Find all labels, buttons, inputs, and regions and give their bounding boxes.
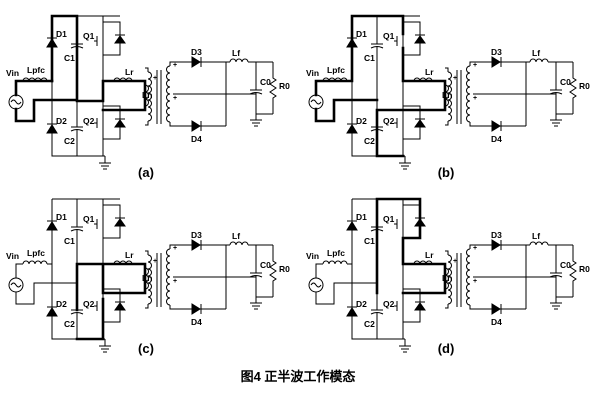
label-lr: Lr: [425, 250, 434, 260]
label-q1: Q1: [83, 214, 95, 224]
label-plus: +: [473, 62, 477, 69]
label-plus: +: [453, 258, 457, 265]
panel-a: (a): [8, 14, 277, 180]
panel-c: (c): [8, 198, 277, 356]
label-plus: +: [473, 278, 477, 285]
label-c2: C2: [364, 136, 375, 146]
label-c1: C1: [364, 53, 375, 63]
label-ln: Ln: [142, 273, 152, 283]
label-vin: Vin: [6, 68, 19, 78]
figure-caption: 图4 正半波工作模态: [241, 369, 356, 384]
label-r0: R0: [579, 81, 590, 91]
label-c0: C0: [260, 77, 271, 87]
label-lf: Lf: [532, 231, 540, 241]
label-ln: Ln: [442, 90, 452, 100]
label-d1: D1: [56, 212, 67, 222]
label-d1: D1: [56, 29, 67, 39]
current-path-a: [14, 14, 147, 123]
panel-tag-d: (d): [438, 341, 455, 356]
label-d4: D4: [191, 317, 202, 327]
label-lf: Lf: [532, 48, 540, 58]
label-r0: R0: [279, 81, 290, 91]
label-c1: C1: [364, 236, 375, 246]
panel-tag-b: (b): [438, 165, 455, 180]
label-c2: C2: [64, 319, 75, 329]
label-d3: D3: [491, 230, 502, 240]
label-d2: D2: [356, 116, 367, 126]
label-q2: Q2: [83, 116, 95, 126]
label-lpfc: Lpfc: [27, 248, 45, 258]
label-d3: D3: [491, 47, 502, 57]
panel-b: (b): [308, 14, 577, 180]
label-plus: +: [153, 258, 157, 265]
labels-c: D1 C1 Q1 Vin Lpfc Lr Ln D2 C2 Q2 D3 D4 L…: [6, 212, 290, 329]
panel-tag-c: (c): [138, 341, 154, 356]
label-d1: D1: [356, 29, 367, 39]
label-q1: Q1: [383, 214, 395, 224]
current-path-d: [375, 197, 447, 295]
label-d2: D2: [56, 116, 67, 126]
label-lr: Lr: [125, 250, 134, 260]
label-r0: R0: [579, 264, 590, 274]
label-d3: D3: [191, 230, 202, 240]
label-c2: C2: [364, 319, 375, 329]
label-vin: Vin: [6, 251, 19, 261]
label-d2: D2: [356, 299, 367, 309]
label-lf: Lf: [232, 48, 240, 58]
label-plus: +: [173, 62, 177, 69]
label-plus: +: [473, 245, 477, 252]
label-d4: D4: [491, 317, 502, 327]
label-lpfc: Lpfc: [327, 65, 345, 75]
label-d4: D4: [191, 134, 202, 144]
labels-a: D1 C1 Q1 Vin Lpfc Lr Ln D2 C2 Q2 D3 D4 L…: [6, 29, 290, 146]
current-path-c: [75, 262, 147, 341]
label-plus: +: [153, 75, 157, 82]
label-plus: +: [173, 95, 177, 102]
label-q2: Q2: [383, 116, 395, 126]
label-lr: Lr: [125, 67, 134, 77]
label-c0: C0: [560, 77, 571, 87]
label-d4: D4: [491, 134, 502, 144]
label-plus: +: [173, 245, 177, 252]
label-plus: +: [173, 278, 177, 285]
label-d2: D2: [56, 299, 67, 309]
label-r0: R0: [279, 264, 290, 274]
label-vin: Vin: [306, 68, 319, 78]
label-c1: C1: [64, 236, 75, 246]
label-lf: Lf: [232, 231, 240, 241]
label-ln: Ln: [442, 273, 452, 283]
label-q2: Q2: [83, 299, 95, 309]
label-vin: Vin: [306, 251, 319, 261]
labels-b: D1 C1 Q1 Vin Lpfc Lr Ln D2 C2 Q2 D3 D4 L…: [306, 29, 590, 146]
label-c1: C1: [64, 53, 75, 63]
label-plus: +: [453, 75, 457, 82]
labels-d: D1 C1 Q1 Vin Lpfc Lr Ln D2 C2 Q2 D3 D4 L…: [306, 212, 590, 329]
panel-tag-a: (a): [138, 165, 154, 180]
label-c0: C0: [560, 260, 571, 270]
label-q2: Q2: [383, 299, 395, 309]
label-d1: D1: [356, 212, 367, 222]
label-d3: D3: [191, 47, 202, 57]
label-ln: Ln: [142, 90, 152, 100]
label-plus: +: [473, 95, 477, 102]
current-path-b: [314, 14, 447, 158]
label-c0: C0: [260, 260, 271, 270]
label-lpfc: Lpfc: [327, 248, 345, 258]
panel-d: (d): [308, 197, 577, 356]
label-lpfc: Lpfc: [27, 65, 45, 75]
label-q1: Q1: [383, 31, 395, 41]
label-lr: Lr: [425, 67, 434, 77]
label-c2: C2: [64, 136, 75, 146]
label-q1: Q1: [83, 31, 95, 41]
